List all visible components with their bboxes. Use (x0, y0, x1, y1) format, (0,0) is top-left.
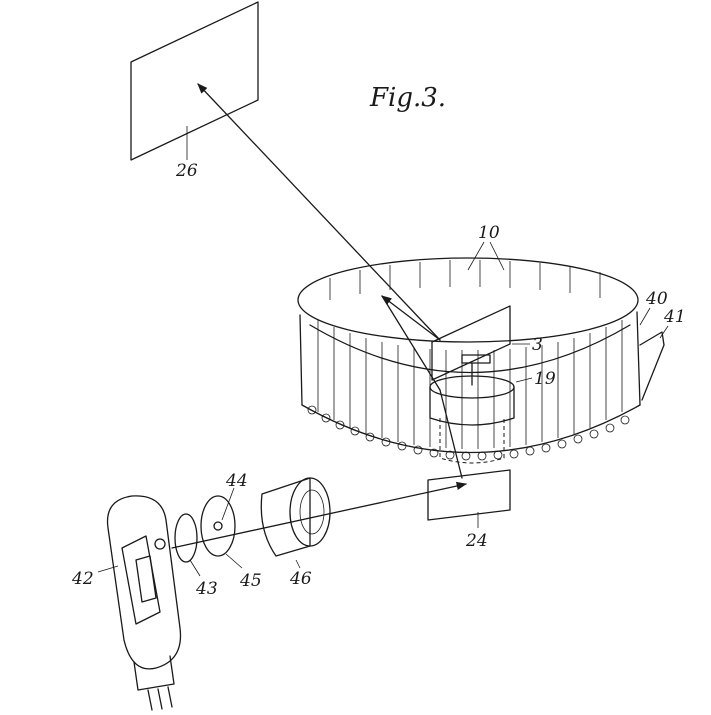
label-aperture: 44 (225, 471, 248, 491)
ray-inner-reflect (382, 296, 440, 340)
label-band-edge: 41 (663, 307, 686, 327)
leader-drum-a (468, 242, 484, 270)
ray-vertical (440, 390, 462, 478)
leader-disc (226, 554, 242, 568)
aperture-disc (201, 496, 235, 556)
band-end (640, 332, 664, 400)
ray-to-screen (198, 84, 440, 340)
leader-lamp (98, 566, 118, 572)
aperture-hole (214, 522, 222, 530)
leader-objective (296, 560, 300, 568)
deflecting-mirror (428, 470, 510, 520)
label-motor: 19 (534, 369, 556, 389)
rotating-mirror (432, 306, 510, 380)
label-lamp: 42 (71, 569, 94, 589)
label-disc: 45 (239, 571, 262, 591)
drum-top-rim (298, 258, 638, 342)
label-prism: 24 (465, 531, 488, 551)
label-drum-mirrors: 10 (478, 223, 500, 243)
label-condenser: 43 (195, 579, 218, 599)
leader-band (640, 308, 650, 325)
label-screen: 26 (175, 161, 198, 181)
leader-condenser (190, 560, 200, 576)
objective-lens (261, 478, 330, 556)
figure-title: Fig.3. (369, 83, 446, 113)
lamp (108, 496, 181, 710)
mirror-drum (298, 258, 664, 460)
leader-aperture (222, 488, 234, 520)
projection-screen (131, 2, 258, 160)
label-band: 40 (645, 289, 668, 309)
leader-motor (516, 378, 532, 382)
condenser-lens (175, 514, 197, 562)
label-objective: 46 (289, 569, 312, 589)
drum-bottom-rim (302, 405, 640, 453)
label-mirror: 3 (532, 335, 543, 355)
leader-drum-b (490, 242, 504, 270)
motor-body (430, 387, 514, 425)
